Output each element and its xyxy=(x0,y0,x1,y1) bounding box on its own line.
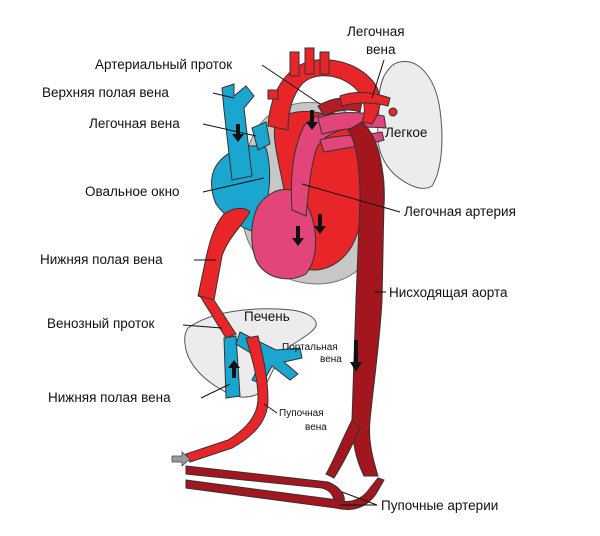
leader-foramen-ovale xyxy=(202,177,265,193)
leader-pulmonary-vein-top xyxy=(371,59,385,99)
leader-pulmonary-vein-left xyxy=(202,123,257,137)
label-lung: Легкое xyxy=(385,125,427,140)
iliac-branch xyxy=(325,419,361,479)
aortic-branch-3 xyxy=(319,51,330,75)
label-umbilical-vein-1: Пупочная xyxy=(279,408,324,419)
flow-arrow-left-heart xyxy=(314,214,326,234)
flow-arrow-ivc xyxy=(228,360,240,378)
label-foramen-ovale: Овальное окно xyxy=(85,184,180,199)
label-pulmonary-vein-top-2: вена xyxy=(366,42,396,57)
inferior-vena-cava-vessel xyxy=(197,207,251,301)
label-portal-vein-2: вена xyxy=(320,354,342,365)
pulmonary-vein-vessel xyxy=(339,91,391,107)
label-inferior-vena-cava-bottom: Нижняя полая вена xyxy=(48,390,171,405)
label-liver: Печень xyxy=(244,309,290,324)
label-umbilical-vein-2: вена xyxy=(305,422,327,433)
label-ductus-arteriosus: Артериальный проток xyxy=(95,57,232,72)
label-umbilical-arteries: Пупочные артерии xyxy=(381,498,498,513)
svc-tip xyxy=(267,89,279,100)
leader-superior-vena-cava xyxy=(212,92,235,99)
umbilical-artery-2 xyxy=(185,477,385,510)
leader-umbilical-arteries-1 xyxy=(341,491,378,506)
flow-arrows xyxy=(228,110,362,378)
label-inferior-vena-cava-top: Нижняя полая вена xyxy=(40,252,163,267)
label-descending-aorta: Нисходящая аорта xyxy=(389,285,508,300)
flow-arrow-arch xyxy=(306,110,318,130)
ductus-venosus-vessel xyxy=(198,295,237,339)
flow-arrow-svc xyxy=(232,124,244,142)
label-portal-vein-1: Портальная xyxy=(282,342,338,353)
label-superior-vena-cava: Верхняя полая вена xyxy=(42,85,169,100)
leader-umbilical-vein xyxy=(263,403,278,414)
leader-ductus-venosus xyxy=(182,324,223,329)
label-ductus-venosus: Венозный проток xyxy=(47,316,155,331)
pulmonary-vein-left-vessel xyxy=(251,121,271,151)
lung-shape xyxy=(377,61,443,189)
umbilical-vein-vessel xyxy=(185,335,269,463)
lung-vessel-stub xyxy=(388,107,398,117)
label-pulmonary-vein-top-1: Легочная xyxy=(347,24,405,39)
label-pulmonary-vein-left: Легочная вена xyxy=(89,116,180,131)
leader-ductus-arteriosus xyxy=(261,64,321,105)
leader-pulmonary-artery xyxy=(301,183,401,213)
leader-inferior-vena-cava-bottom xyxy=(200,383,231,399)
aortic-branch-2 xyxy=(304,47,315,75)
umbilical-entry-arrow xyxy=(171,451,191,467)
flow-arrow-aorta xyxy=(350,340,362,372)
aortic-branch-1 xyxy=(289,51,300,77)
descending-aorta-vessel xyxy=(347,121,385,477)
flow-arrow-rv xyxy=(292,226,304,246)
label-pulmonary-artery: Легочная артерия xyxy=(404,204,516,219)
